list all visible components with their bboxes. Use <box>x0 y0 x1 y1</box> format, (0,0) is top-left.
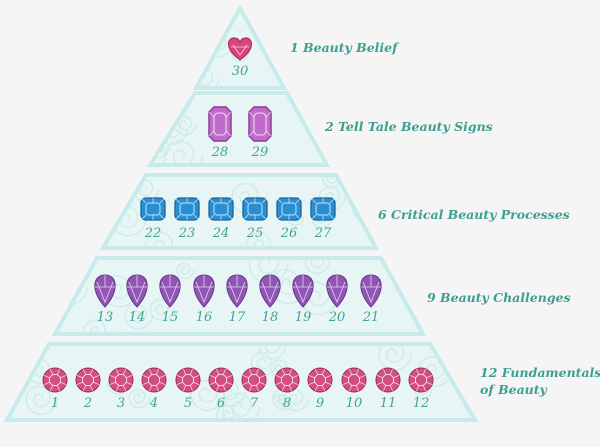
gem-number: 16 <box>196 310 213 325</box>
gem-number: 7 <box>250 396 259 411</box>
cushion-gem-icon <box>140 197 166 221</box>
round-gem-icon <box>42 367 68 393</box>
gem-number: 22 <box>144 226 162 241</box>
tier-label: of Beauty <box>480 382 548 397</box>
round-gem-icon <box>408 367 434 393</box>
pear-gem-icon <box>159 274 181 308</box>
pear-gem-icon <box>326 274 348 308</box>
tier-label: 9 Beauty Challenges <box>427 290 571 305</box>
gem-number: 15 <box>162 310 179 325</box>
tier-label: 12 Fundamentals <box>480 365 600 380</box>
gem-number: 14 <box>129 310 146 325</box>
tier-2: 28 29 2 Tell Tale Beauty Signs <box>146 91 493 167</box>
pear-gem-icon <box>259 274 281 308</box>
gem-number: 28 <box>211 145 229 160</box>
round-gem-icon <box>175 367 201 393</box>
gem-number: 13 <box>97 310 114 325</box>
gem-number: 17 <box>229 310 246 325</box>
cushion-gem-icon <box>276 197 302 221</box>
tier-label: 1 Beauty Belief <box>290 40 400 55</box>
gem-number: 9 <box>316 396 324 411</box>
gem-number: 8 <box>283 396 291 411</box>
gem-number: 11 <box>380 396 397 411</box>
octagon-gem-icon <box>208 106 232 142</box>
pear-gem-icon <box>193 274 215 308</box>
round-gem-icon <box>75 367 101 393</box>
cushion-gem-icon <box>310 197 336 221</box>
gem-number: 4 <box>149 396 158 411</box>
round-gem-icon <box>274 367 300 393</box>
pear-gem-icon <box>126 274 148 308</box>
heart-gem-icon <box>228 37 252 61</box>
gem-number: 1 <box>51 396 59 411</box>
round-gem-icon <box>241 367 267 393</box>
gem-number: 5 <box>184 396 192 411</box>
octagon-gem-icon <box>248 106 272 142</box>
tier-3: 22 23 24 25 26 27 6 Critical Beauty Processes <box>99 173 570 250</box>
gem-number: 24 <box>212 226 230 241</box>
gem-number: 18 <box>262 310 279 325</box>
cushion-gem-icon <box>208 197 234 221</box>
round-gem-icon <box>307 367 333 393</box>
gem-number: 30 <box>232 64 249 79</box>
round-gem-icon <box>208 367 234 393</box>
gem-number: 23 <box>178 226 196 241</box>
gem-number: 20 <box>328 310 346 325</box>
pear-gem-icon <box>292 274 314 308</box>
round-gem-icon <box>108 367 134 393</box>
gem-number: 6 <box>217 396 225 411</box>
gem-number: 12 <box>413 396 430 411</box>
gem-number: 2 <box>83 396 92 411</box>
gem-number: 29 <box>251 145 269 160</box>
tier-1: 30 1 Beauty Belief <box>192 3 400 90</box>
pear-gem-icon <box>226 274 248 308</box>
pear-gem-icon <box>360 274 382 308</box>
gem-number: 26 <box>280 226 298 241</box>
gem-number: 19 <box>295 310 312 325</box>
gem-number: 10 <box>346 396 363 411</box>
gem-number: 21 <box>362 310 380 325</box>
gem-number: 25 <box>246 226 264 241</box>
round-gem-icon <box>141 367 167 393</box>
round-gem-icon <box>375 367 401 393</box>
cushion-gem-icon <box>242 197 268 221</box>
cushion-gem-icon <box>174 197 200 221</box>
pear-gem-icon <box>94 274 116 308</box>
tier-5-shape <box>3 342 479 422</box>
gem-number: 27 <box>314 226 332 241</box>
tier-label: 6 Critical Beauty Processes <box>378 207 570 222</box>
tier-2-shape <box>146 91 331 167</box>
gem-number: 3 <box>117 396 125 411</box>
round-gem-icon <box>341 367 367 393</box>
tier-label: 2 Tell Tale Beauty Signs <box>324 119 493 134</box>
tier-4: 13 14 15 16 17 18 19 20 21 9 Beauty Challenges <box>51 256 571 336</box>
